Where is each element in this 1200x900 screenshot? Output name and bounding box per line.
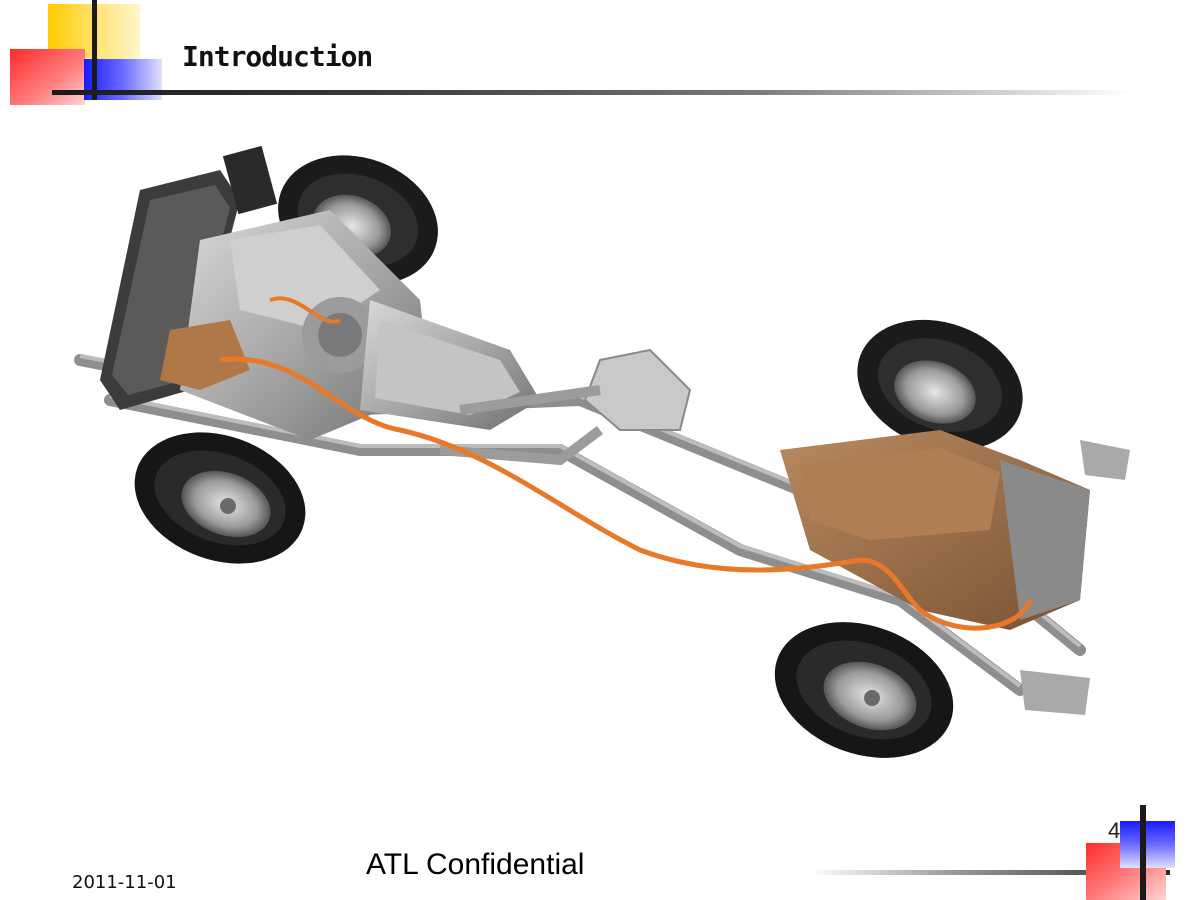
radiator xyxy=(100,145,278,410)
header-rule xyxy=(52,90,1132,95)
footer-decoration-vertical-line xyxy=(1140,805,1146,900)
bumper-plate-top xyxy=(1080,440,1130,480)
footer-decoration-blue xyxy=(1120,821,1175,868)
high-voltage-cable xyxy=(219,356,1033,631)
transmission xyxy=(360,300,540,430)
vehicle-chassis-image xyxy=(74,145,1130,758)
corner-decoration-vertical-line xyxy=(92,0,97,100)
battery-tray xyxy=(780,430,1090,630)
footer-rule xyxy=(810,870,1170,875)
wheel-front-far xyxy=(857,319,1023,451)
page-number: 4 xyxy=(1108,818,1121,843)
wheel-front-near xyxy=(774,622,954,758)
wheel-rear-near xyxy=(134,432,306,564)
slide-title: Introduction xyxy=(182,40,373,73)
mid-module xyxy=(439,348,692,466)
footer-date: 2011-11-01 xyxy=(72,872,177,893)
corner-decoration-red xyxy=(10,49,85,105)
bumper-plate-bottom xyxy=(1020,670,1090,715)
footer-confidential: ATL Confidential xyxy=(366,848,585,881)
